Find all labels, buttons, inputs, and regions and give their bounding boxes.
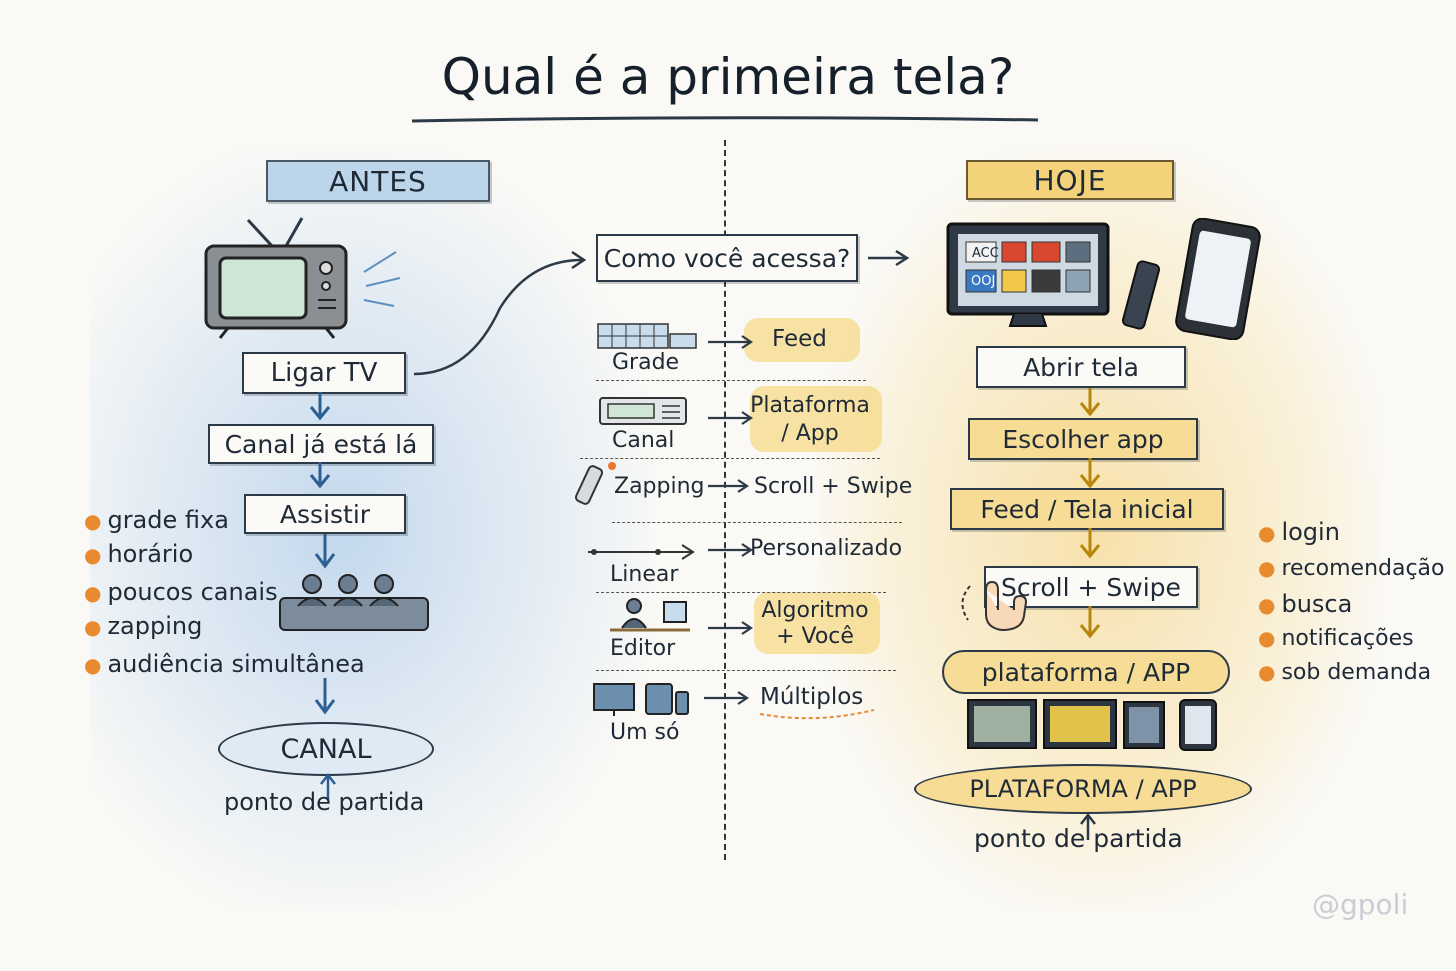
app-thumbnails-icon bbox=[967, 699, 1217, 751]
up-arrow-icon bbox=[1080, 812, 1096, 840]
row-to-plataforma-app: Plataforma / App bbox=[750, 393, 870, 446]
connector-arrow bbox=[413, 250, 587, 376]
right-bullet: ●login bbox=[1258, 518, 1340, 546]
page-title: Qual é a primeira tela? bbox=[441, 48, 1015, 106]
row-from-grade: Grade bbox=[612, 350, 680, 375]
canal-result: CANAL bbox=[218, 722, 434, 776]
row-divider bbox=[596, 380, 866, 381]
row-divider bbox=[612, 522, 902, 523]
row-to-personalizado: Personalizado bbox=[750, 536, 903, 561]
tv-icon bbox=[204, 217, 401, 339]
row-to-multiplos: Múltiplos bbox=[760, 684, 864, 710]
highlight bbox=[750, 386, 882, 452]
right-bullet: ●busca bbox=[1258, 590, 1353, 618]
left-bullet: ●audiência simultânea bbox=[84, 650, 365, 678]
plataforma-app-result: PLATAFORMA / APP bbox=[914, 764, 1252, 814]
step-escolher-app: Escolher app bbox=[968, 418, 1198, 460]
step-abrir-tela: Abrir tela bbox=[976, 346, 1186, 388]
title-underline bbox=[411, 116, 1039, 123]
row-from-canal: Canal bbox=[612, 428, 675, 453]
platform-pill: plataforma / APP bbox=[942, 650, 1230, 694]
left-bullet: ●grade fixa bbox=[84, 506, 229, 534]
row-divider bbox=[596, 592, 886, 593]
right-bullet: ●recomendação bbox=[1258, 556, 1445, 581]
left-bullet: ●poucos canais bbox=[84, 578, 278, 606]
multiplos-underline bbox=[759, 709, 875, 720]
question-box: Como você acessa? bbox=[596, 234, 858, 282]
row-divider bbox=[580, 458, 880, 459]
right-flow-arrows bbox=[1079, 388, 1101, 639]
step-ligar-tv: Ligar TV bbox=[242, 352, 406, 394]
hoje-header: HOJE bbox=[966, 160, 1174, 200]
row-divider bbox=[596, 670, 896, 671]
grid-schedule-icon bbox=[597, 323, 697, 349]
hand-tap-icon bbox=[961, 580, 1028, 632]
row-to-scroll-swipe: Scroll + Swipe bbox=[754, 474, 913, 499]
cable-box-icon bbox=[599, 397, 687, 425]
left-bullet: ●horário bbox=[84, 540, 194, 568]
tv-tile-acc: ACC bbox=[972, 246, 999, 261]
row-from-editor: Editor bbox=[610, 636, 676, 661]
tv-remote-icon bbox=[574, 462, 616, 505]
watermark: @gpoli bbox=[1312, 888, 1409, 921]
tv-tile-ooj: OOJ bbox=[971, 274, 996, 289]
question-arrow bbox=[868, 249, 910, 267]
row-to-algoritmo-voce: Algoritmo + Você bbox=[761, 598, 869, 649]
step-feed-tela-inicial: Feed / Tela inicial bbox=[950, 488, 1224, 530]
center-row-arrows bbox=[704, 335, 753, 705]
row-from-linear: Linear bbox=[610, 562, 679, 587]
left-caption: ponto de partida bbox=[224, 788, 425, 816]
center-divider bbox=[724, 140, 726, 860]
right-bullet: ●sob demanda bbox=[1258, 660, 1432, 685]
smart-tv-icon bbox=[946, 218, 1261, 340]
linear-timeline-icon bbox=[588, 544, 695, 560]
highlight bbox=[754, 592, 880, 654]
up-arrow-icon bbox=[320, 772, 336, 800]
highlight bbox=[744, 318, 860, 362]
step-assistir: Assistir bbox=[244, 494, 406, 534]
audience-icon bbox=[279, 574, 429, 631]
antes-header: ANTES bbox=[266, 160, 490, 202]
right-caption: ponto de partida bbox=[974, 824, 1183, 853]
editor-icon bbox=[610, 598, 690, 632]
row-to-feed: Feed bbox=[772, 326, 827, 352]
right-bullet: ●notificações bbox=[1258, 626, 1414, 651]
row-from-um-so: Um só bbox=[610, 720, 680, 745]
left-bullet: ●zapping bbox=[84, 612, 203, 640]
devices-icon bbox=[593, 683, 689, 716]
row-from-zapping: Zapping bbox=[614, 474, 705, 499]
left-flow-arrows bbox=[309, 392, 336, 715]
